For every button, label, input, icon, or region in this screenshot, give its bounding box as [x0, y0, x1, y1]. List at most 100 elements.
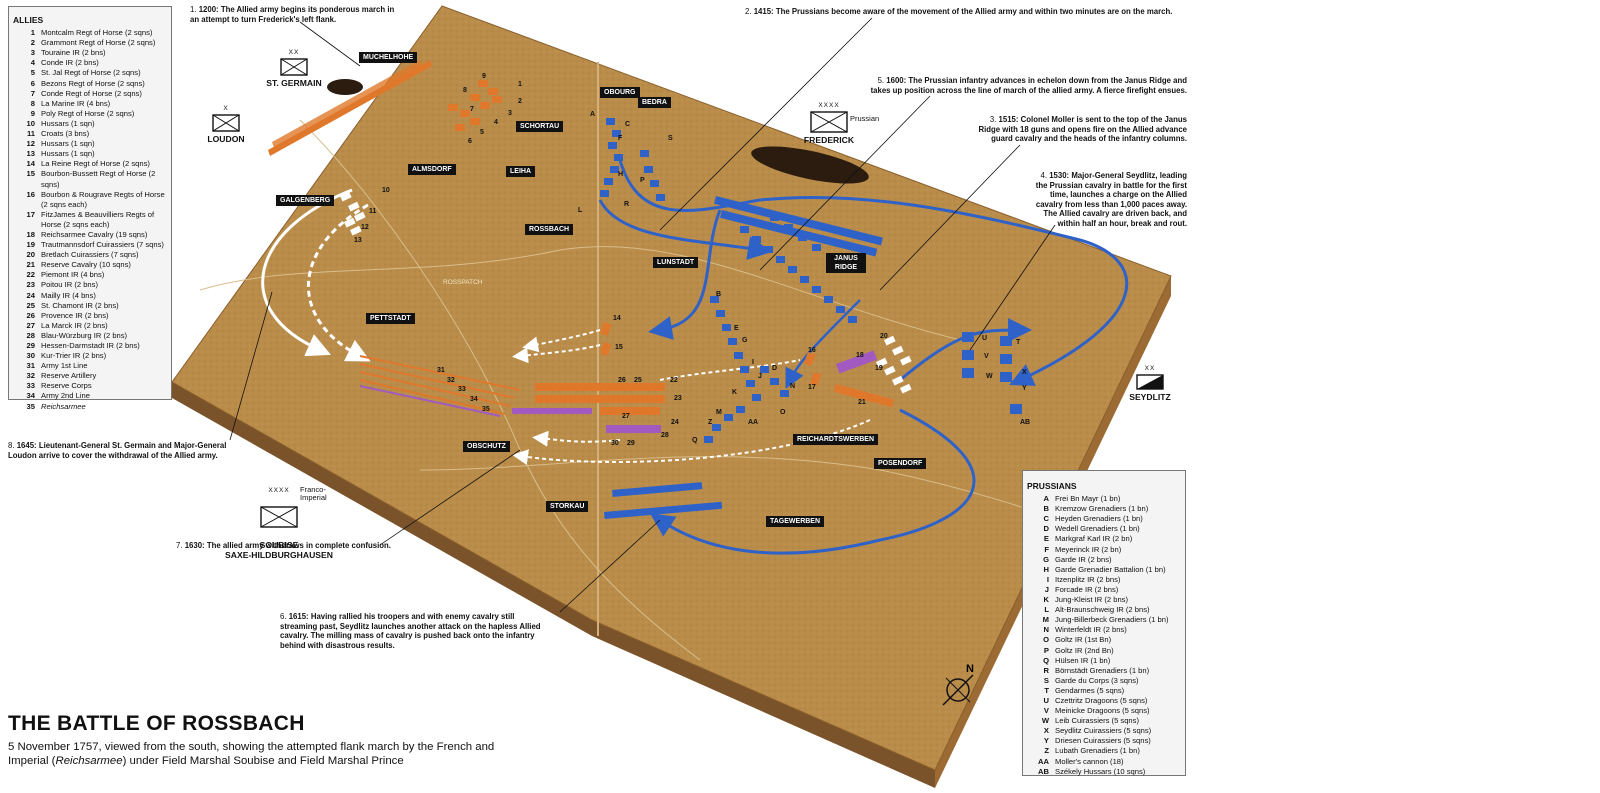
legend-key: 3 — [30, 48, 35, 58]
legend-label: Reserve Artillery — [41, 371, 97, 381]
legend-label: La Marck IR (2 bns) — [41, 320, 108, 330]
prussian-unit-id-label: X — [1022, 369, 1027, 376]
note-number: 8. — [8, 441, 15, 450]
legend-key: 5 — [30, 68, 35, 78]
legend-label: Conde Regt of Horse (2 sqns) — [41, 88, 142, 98]
prussian-battalion-block — [740, 366, 749, 373]
legend-label: Gendarmes (5 sqns) — [1055, 685, 1125, 695]
prussian-unit-id-label: E — [734, 325, 739, 332]
note-number: 2. — [745, 7, 752, 16]
commander-loudon: X LOUDON — [196, 104, 256, 144]
legend-key: C — [1043, 514, 1049, 524]
prussian-unit-id-label: P — [640, 177, 645, 184]
prussian-battalion-block — [650, 180, 659, 187]
place-galgenberg: GALGENBERG — [276, 195, 335, 206]
prussian-battalion-block — [788, 266, 797, 273]
commander-name: LOUDON — [207, 134, 245, 144]
legend-key: 23 — [26, 280, 35, 290]
allied-hussar-block — [900, 355, 912, 366]
legend-key: 24 — [26, 290, 35, 300]
allied-unit-id-label: 35 — [482, 406, 490, 413]
allied-unit-id-label: 12 — [361, 224, 369, 231]
legend-key: H — [1043, 564, 1049, 574]
allied-unit-id-label: 24 — [671, 419, 679, 426]
infantry-symbol-icon — [212, 114, 240, 132]
prussian-battalion-block — [608, 142, 617, 149]
legend-label: Reserve Cavalry (10 sqns) — [41, 260, 131, 270]
prussian-battalion-block — [736, 406, 745, 413]
allied-cavalry-block — [809, 372, 822, 387]
legend-label: Leib Cuirassiers (5 sqns) — [1055, 716, 1139, 726]
note-text: Major-General Seydlitz, leading the Prus… — [1035, 171, 1187, 228]
legend-label: St. Jal Regt of Horse (2 sqns) — [41, 68, 141, 78]
legend-label: Mailly IR (4 bns) — [41, 290, 96, 300]
prussian-unit-id-label: F — [618, 135, 623, 142]
prussian-battalion-block — [722, 324, 731, 331]
note-time: 1600: — [886, 76, 907, 85]
subtitle-emphasis: Reichsarmee — [55, 755, 123, 767]
prussian-battalion-block — [612, 130, 621, 137]
legend-key: 6 — [30, 78, 35, 88]
legend-label: Börnstädt Grenadiers (1 bn) — [1055, 665, 1150, 675]
prussian-battalion-block — [640, 150, 649, 157]
echelon-label: XXXX — [268, 487, 290, 494]
prussian-unit-id-label: Y — [1022, 385, 1027, 392]
legend-key: K — [1043, 595, 1049, 605]
prussian-unit-id-label: G — [742, 337, 748, 344]
allied-unit-id-label: 33 — [458, 386, 466, 393]
allied-unit-id-label: 15 — [615, 344, 623, 351]
infantry-symbol-icon — [280, 58, 308, 76]
legend-label: Heyden Grenadiers (1 bn) — [1055, 514, 1143, 524]
legend-label: Hessen-Darmstadt IR (2 bns) — [41, 341, 140, 350]
allied-unit-id-label: 18 — [856, 352, 864, 359]
legend-key: 31 — [26, 361, 35, 371]
legend-key: 1 — [30, 28, 35, 38]
allied-unit-id-label: 8 — [463, 87, 467, 94]
legend-key: X — [1043, 726, 1049, 736]
prussian-battalion-block — [812, 244, 821, 251]
prussian-unit-id-label: U — [982, 335, 987, 342]
commander-name: SEYDLITZ — [1129, 392, 1171, 402]
prussian-battalion-block — [798, 234, 807, 241]
prussian-unit-id-label: I — [752, 359, 754, 366]
legend-heading: PRUSSIANS — [1027, 481, 1077, 491]
note-text: Colonel Moller is sent to the top of the… — [978, 115, 1187, 144]
legend-label: Frei Bn Mayr (1 bn) — [1055, 494, 1121, 504]
prussian-unit-id-label: L — [578, 207, 583, 214]
north-compass: N — [942, 663, 974, 706]
prussian-battalion-block — [800, 276, 809, 283]
allied-hussar-block — [884, 335, 896, 346]
prussian-unit-id-label: M — [716, 409, 722, 416]
legend-label: Jung-Kleist IR (2 bns) — [1055, 595, 1129, 605]
legend-key: V — [1043, 706, 1049, 716]
place-bedra: BEDRA — [638, 97, 671, 108]
prussian-battalion-block — [760, 366, 769, 373]
legend-label: Czettritz Dragoons (5 sqns) — [1055, 695, 1148, 705]
legend-label: Hussars (1 sqn) — [41, 139, 95, 149]
place-pettstadt: PETTSTADT — [366, 313, 415, 324]
legend-key: 34 — [26, 391, 35, 401]
place-muchelhohe: MUCHELHOHE — [359, 52, 418, 63]
legend-key: 11 — [26, 129, 35, 139]
allied-battalion-block — [470, 94, 480, 101]
prussian-unit-id-label: R — [624, 201, 629, 208]
legend-key: 32 — [26, 371, 35, 381]
